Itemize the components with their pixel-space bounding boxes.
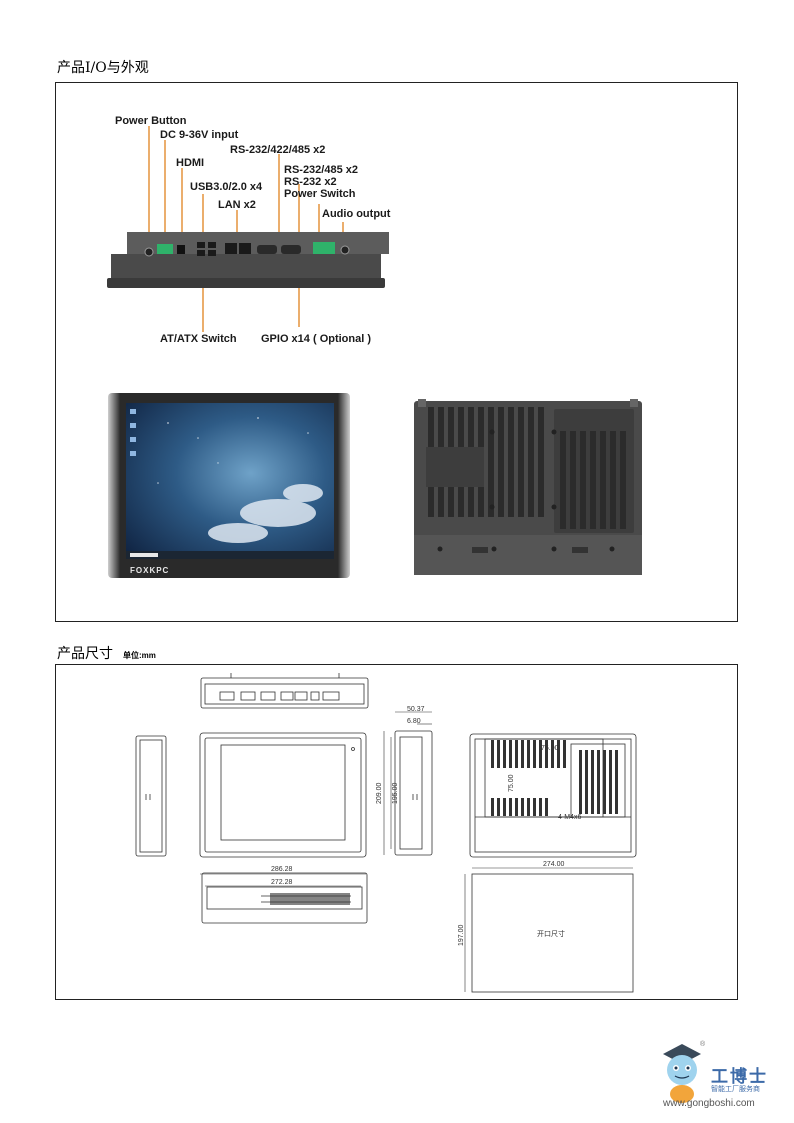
section-title-dimensions: 产品尺寸 单位:mm [57,643,156,663]
dim-209: 209.00 [376,782,383,804]
drawing-right-side-view [394,730,433,856]
dimensions-title-text: 产品尺寸 [57,646,113,662]
brand-name: 工博士 [711,1067,768,1087]
label-atx-switch: AT/ATX Switch [160,333,237,345]
front-brand: FOXKPC [130,566,169,575]
drawing-cutout [471,873,634,993]
label-rs232-485: RS-232/485 x2 [284,164,358,176]
back-view-image [414,399,642,575]
dim-6-80: 6.80 [407,718,421,725]
dim-274: 274.00 [543,861,565,868]
io-diagram [107,126,389,332]
brand-url: www.gongboshi.com [663,1098,755,1109]
dim-m4: 4-M4x6 [558,814,581,821]
io-ports [144,242,350,257]
drawing-rear-fins [270,740,618,905]
front-view-image: FOXKPC [108,393,350,578]
section-title-io: 产品I/O与外观 [57,60,149,76]
io-panel-bezel [107,278,385,288]
label-gpio: GPIO x14 ( Optional ) [261,333,372,345]
dim-195: 195.00 [392,782,399,804]
drawing-top-view [200,673,369,709]
label-lan: LAN x2 [218,199,256,211]
label-hdmi: HDMI [176,157,205,169]
label-rs232-422-485: RS-232/422/485 x2 [230,144,326,156]
dim-272: 272.28 [271,879,293,886]
cutout-label: 开口尺寸 [537,929,565,938]
brand-mascot-icon [663,1044,701,1103]
dimensions-frame [55,664,738,1000]
dim-75-v: 75.00 [508,774,515,792]
registered-mark: ® [700,1041,706,1048]
label-dc-input: DC 9-36V input [160,129,239,141]
label-rs232: RS-232 x2 [284,176,337,188]
dim-75-h: 75.00 [541,745,559,752]
brand-subtitle: 智能工厂服务商 [711,1086,760,1093]
dim-286: 286.28 [271,866,293,873]
label-power-button: Power Button [115,115,187,127]
dimension-lines [200,711,633,992]
unit-note: 单位:mm [123,651,156,660]
dim-197: 197.00 [458,924,465,946]
label-power-switch: Power Switch [284,188,356,200]
dim-50-37: 50.37 [407,706,425,713]
drawing-front-view [199,732,367,858]
label-audio: Audio output [322,208,391,220]
label-usb: USB3.0/2.0 x4 [190,181,263,193]
drawing-left-side-view [135,735,167,857]
dimension-drawings: 50.37 6.80 209.00 195.00 286.28 272.28 7… [135,673,637,993]
